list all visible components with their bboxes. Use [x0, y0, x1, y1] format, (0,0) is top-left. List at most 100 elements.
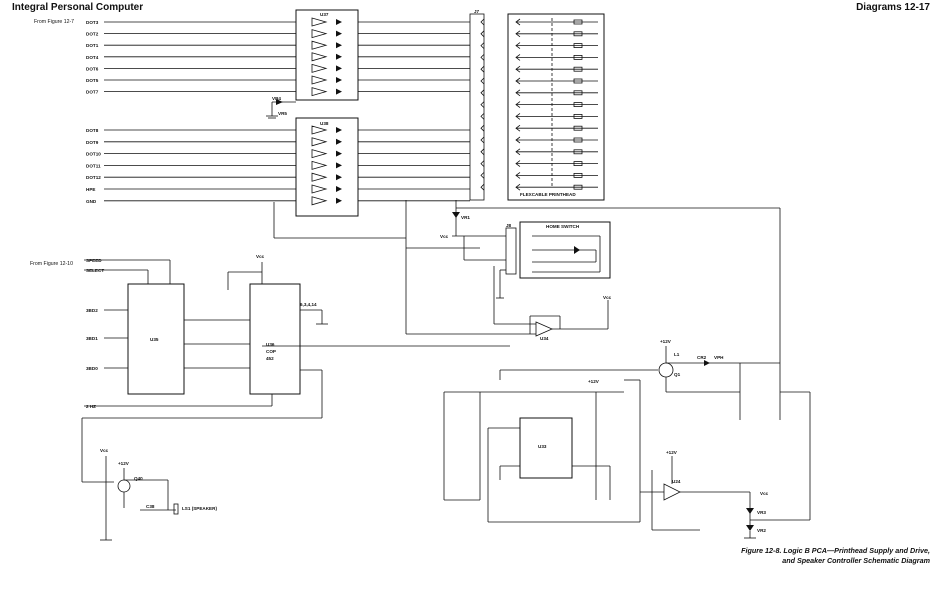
vr5-label: VR5 — [278, 111, 287, 116]
buffer-gate — [311, 75, 328, 85]
q1-supply-section: Q1 L1 +12V CR2 VPH — [499, 339, 811, 520]
clamp-diode — [336, 174, 342, 181]
left-lower-label-0: SPEED — [86, 258, 102, 263]
home-switch-label: HOME SWITCH — [546, 224, 580, 229]
printhead-element — [573, 43, 583, 48]
printhead-element — [573, 114, 583, 119]
j7-pin — [480, 42, 485, 49]
buffer-gate — [311, 160, 328, 170]
buffer-gate — [311, 149, 328, 159]
clamp-diode — [336, 138, 342, 145]
u34-comparator: U34 Vcc — [262, 200, 612, 347]
vcc-label-u24: Vcc — [760, 491, 769, 496]
home-switch-block: HOME SWITCH — [519, 221, 611, 279]
printhead-element — [573, 184, 583, 190]
buffer-gate — [311, 125, 328, 135]
u24-label: U24 — [672, 479, 681, 484]
j7-pin — [480, 172, 485, 179]
printhead-element — [573, 19, 583, 25]
clamp-diode — [336, 65, 342, 72]
printhead-arrow — [515, 89, 521, 97]
cop-u36-block: U36 COP 452 Vcc 6,3,4,14 — [227, 254, 328, 395]
printhead-arrow — [515, 183, 521, 191]
cop-code: 452 — [266, 356, 274, 361]
note-from-figure-12-7: From Figure 12-7 — [34, 19, 74, 25]
printhead-element — [573, 31, 583, 37]
clamp-diode — [336, 53, 342, 60]
j7-pin — [480, 183, 485, 191]
printhead-arrow — [515, 77, 521, 85]
clamp-diode — [336, 127, 342, 133]
u24-regulator-block: U24 +12V Vcc VR3 VR2 — [640, 450, 810, 539]
p12v-label-u33: +12V — [588, 379, 600, 384]
left-lower-label-3: 3BD1 — [86, 336, 98, 341]
q1-label: Q1 — [674, 372, 681, 377]
u35-to-cop-wires — [184, 319, 250, 369]
j7-pin — [480, 113, 485, 120]
clamp-diode — [336, 77, 342, 83]
ls1-speaker-label: LS1 (SPEAKER) — [182, 506, 217, 511]
printhead-arrow — [515, 124, 521, 132]
vcc-label-speaker: Vcc — [100, 448, 109, 453]
p12v-label-q1: +12V — [660, 339, 672, 344]
printhead-arrow — [515, 148, 521, 156]
printhead-arrow — [515, 30, 521, 38]
u33-timer-block: U33 +12V — [443, 379, 641, 523]
printhead-element — [573, 125, 583, 131]
u37-label: U37 — [320, 12, 329, 17]
printhead-arrow — [515, 113, 521, 120]
printhead-arrow — [515, 42, 521, 49]
figure-caption-line-2: and Speaker Controller Schematic Diagram — [782, 556, 930, 565]
printhead-element — [573, 90, 583, 96]
clamp-diode — [336, 19, 342, 25]
u38-input-label-6: GND — [86, 199, 97, 204]
buffer-gate — [311, 184, 328, 194]
j7-connector: J7 — [469, 9, 485, 201]
vcc-label-cop: Vcc — [256, 254, 265, 259]
printhead-label: FLEXCABLE PRINTHEAD — [520, 192, 576, 197]
u35-block: U35 — [127, 283, 185, 395]
u38-input-label-1: DOT9 — [86, 140, 99, 145]
q40-label: Q40 — [134, 476, 143, 481]
u37-input-label-3: DOT4 — [86, 55, 99, 60]
clamp-diode — [336, 42, 342, 49]
printhead-block: FLEXCABLE PRINTHEAD — [507, 13, 605, 201]
u37-input-label-4: DOT6 — [86, 66, 99, 71]
j7-pin — [480, 89, 485, 97]
printhead-element — [573, 172, 583, 178]
printhead-element — [573, 78, 583, 84]
vph-label: VPH — [714, 355, 724, 360]
printhead-element — [573, 55, 583, 60]
u38-input-label-0: DOT8 — [86, 128, 99, 133]
printhead-element — [573, 161, 583, 167]
u37-driver-block: U37 — [295, 9, 359, 101]
printhead-arrow — [515, 65, 521, 73]
printhead-arrow — [515, 101, 521, 108]
printhead-element — [573, 66, 583, 72]
j7-pin — [480, 101, 485, 108]
vr2-label: VR2 — [757, 528, 766, 533]
vcc-label-r37: Vcc — [603, 295, 612, 300]
clamp-diode — [336, 186, 342, 192]
cop-u36-number: U36 — [266, 342, 275, 347]
clamp-diode — [336, 88, 342, 95]
j8-label: J8 — [506, 223, 512, 228]
vcc-label-j8: Vcc — [440, 234, 449, 239]
left-lower-label-1: SELECT — [86, 268, 104, 273]
printhead-arrow — [515, 136, 521, 144]
printhead-element — [573, 102, 583, 107]
j7-pin — [480, 18, 485, 26]
u35-label: U35 — [150, 337, 159, 342]
j7-label: J7 — [474, 9, 480, 14]
printhead-arrow — [515, 160, 521, 167]
left-lower-label-2: 3BD2 — [86, 308, 98, 313]
u37-input-label-2: DOT1 — [86, 43, 99, 48]
clamp-diode — [336, 197, 342, 204]
speaker-driver-section: Vcc +12V Q40 C38 LS1 (SPEAKER) — [100, 448, 217, 541]
j7-pin — [480, 30, 485, 38]
u37-input-label-5: DOT5 — [86, 78, 99, 83]
header-page: Diagrams 12-17 — [856, 2, 930, 13]
header-title: Integral Personal Computer — [12, 2, 144, 13]
